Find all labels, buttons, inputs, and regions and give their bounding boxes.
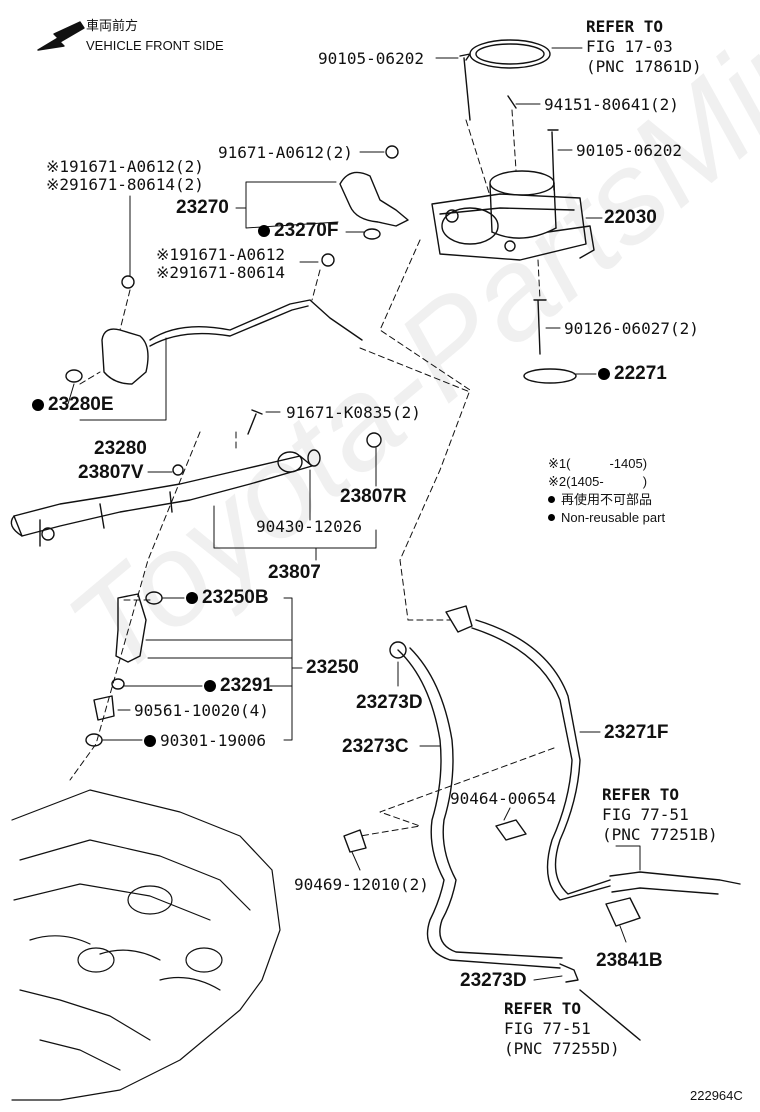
- legend-dot-icon: [548, 514, 555, 521]
- legend-row-3: 再使用不可部品: [548, 492, 652, 507]
- legend-row-2: ※2(1405- ): [548, 474, 647, 489]
- legend-text-3: 再使用不可部品: [561, 492, 653, 507]
- part-number: 91671-A0612(2): [69, 157, 204, 176]
- part-23280[interactable]: 23280: [94, 438, 147, 459]
- refer-1-line-1[interactable]: REFER TO: [586, 17, 664, 36]
- legend-text-2: (1405- ): [566, 474, 648, 489]
- part-23270F[interactable]: 23270F: [258, 220, 338, 242]
- mark-1: ※1: [46, 157, 70, 176]
- part-23280E[interactable]: 23280E: [32, 394, 114, 416]
- gasket-22271: [523, 368, 577, 384]
- leader-lines: [67, 47, 641, 981]
- part-91671-a0612-mark1[interactable]: ※191671-A0612: [156, 246, 285, 264]
- damper-23280-drawing: [65, 253, 363, 385]
- refer-2-line-2[interactable]: FIG 77-51: [602, 805, 689, 824]
- part-23807[interactable]: 23807: [268, 562, 321, 583]
- hose-23271F-drawing: [445, 605, 741, 927]
- part-23291[interactable]: 23291: [204, 675, 273, 697]
- part-22271[interactable]: 22271: [598, 363, 667, 385]
- part-91671-80614-2-mark2[interactable]: ※291671-80614(2): [46, 176, 204, 194]
- front-direction-arrow: [37, 21, 85, 51]
- fuel-rail-23807-drawing: [10, 409, 382, 547]
- injector-23250-drawing: [85, 591, 163, 747]
- bolt-90105-right: [547, 129, 559, 191]
- engine-block-drawing: [11, 789, 281, 1101]
- dashed-lines: [69, 109, 555, 837]
- part-90105-06202-right[interactable]: 90105-06202: [576, 141, 682, 160]
- legend-text-1: ( -1405): [566, 456, 648, 471]
- part-90126-06027[interactable]: 90126-06027(2): [564, 319, 699, 338]
- direction-label-jp: 車両前方: [86, 18, 139, 33]
- refer-1-line-2[interactable]: FIG 17-03: [586, 37, 673, 56]
- legend-mark-1: ※1: [548, 456, 567, 471]
- part-90469-12010[interactable]: 90469-12010(2): [294, 875, 429, 894]
- refer-2-line-1[interactable]: REFER TO: [602, 785, 680, 804]
- sensor-23270-drawing: [339, 145, 409, 240]
- refer-1-line-3[interactable]: (PNC 17861D): [586, 57, 702, 76]
- figure-code: 222964C: [690, 1088, 743, 1103]
- part-23273D-upper[interactable]: 23273D: [356, 692, 423, 713]
- part-23807R[interactable]: 23807R: [340, 486, 407, 507]
- refer-3-line-3[interactable]: (PNC 77255D): [504, 1039, 620, 1058]
- part-number: 91671-A0612: [179, 245, 286, 264]
- part-number: 91671-80614: [179, 263, 286, 282]
- part-number: 91671-80614(2): [69, 175, 204, 194]
- legend-row-1: ※1( -1405): [548, 456, 647, 471]
- part-91671-a0612-2-mark1[interactable]: ※191671-A0612(2): [46, 158, 204, 176]
- part-22030[interactable]: 22030: [604, 207, 657, 228]
- mark-1: ※1: [156, 245, 180, 264]
- part-91671-80614-mark2[interactable]: ※291671-80614: [156, 264, 285, 282]
- part-23271F[interactable]: 23271F: [604, 722, 669, 743]
- legend-row-4: Non-reusable part: [548, 510, 665, 525]
- direction-label-en: VEHICLE FRONT SIDE: [86, 38, 224, 53]
- clip-90469: [343, 829, 367, 853]
- mark-2: ※2: [156, 263, 180, 282]
- legend-mark-2: ※2: [548, 474, 567, 489]
- part-90561-10020[interactable]: 90561-10020(4): [134, 701, 269, 720]
- refer-3-line-1[interactable]: REFER TO: [504, 999, 582, 1018]
- mark-2: ※2: [46, 175, 70, 194]
- part-23250B[interactable]: 23250B: [186, 587, 269, 609]
- part-23273D-lower[interactable]: 23273D: [460, 970, 527, 991]
- part-90430-12026[interactable]: 90430-12026: [256, 517, 362, 536]
- part-23273C[interactable]: 23273C: [342, 736, 409, 757]
- part-91671-a0612-2[interactable]: 91671-A0612(2): [218, 143, 353, 162]
- part-23807V[interactable]: 23807V: [78, 462, 144, 483]
- nut-94151: [507, 95, 517, 109]
- bolt-90105-top: [459, 53, 471, 121]
- part-23270[interactable]: 23270: [176, 197, 229, 218]
- part-90105-06202-top[interactable]: 90105-06202: [318, 49, 424, 68]
- part-90464-00654[interactable]: 90464-00654: [450, 789, 556, 808]
- part-94151-80641[interactable]: 94151-80641(2): [544, 95, 679, 114]
- refer-3-line-2[interactable]: FIG 77-51: [504, 1019, 591, 1038]
- refer-2-line-3[interactable]: (PNC 77251B): [602, 825, 718, 844]
- part-91671-k0835[interactable]: 91671-K0835(2): [286, 403, 421, 422]
- stud-90126: [533, 299, 547, 355]
- throttle-body-drawing: [431, 170, 595, 261]
- hose-23273C-drawing: [389, 641, 641, 1041]
- legend-dot-icon: [548, 496, 555, 503]
- part-23841B[interactable]: 23841B: [596, 950, 663, 971]
- clip-90464: [495, 819, 527, 841]
- part-23250[interactable]: 23250: [306, 657, 359, 678]
- part-90301-19006[interactable]: 90301-19006: [144, 732, 266, 750]
- legend-text-4: Non-reusable part: [561, 510, 666, 525]
